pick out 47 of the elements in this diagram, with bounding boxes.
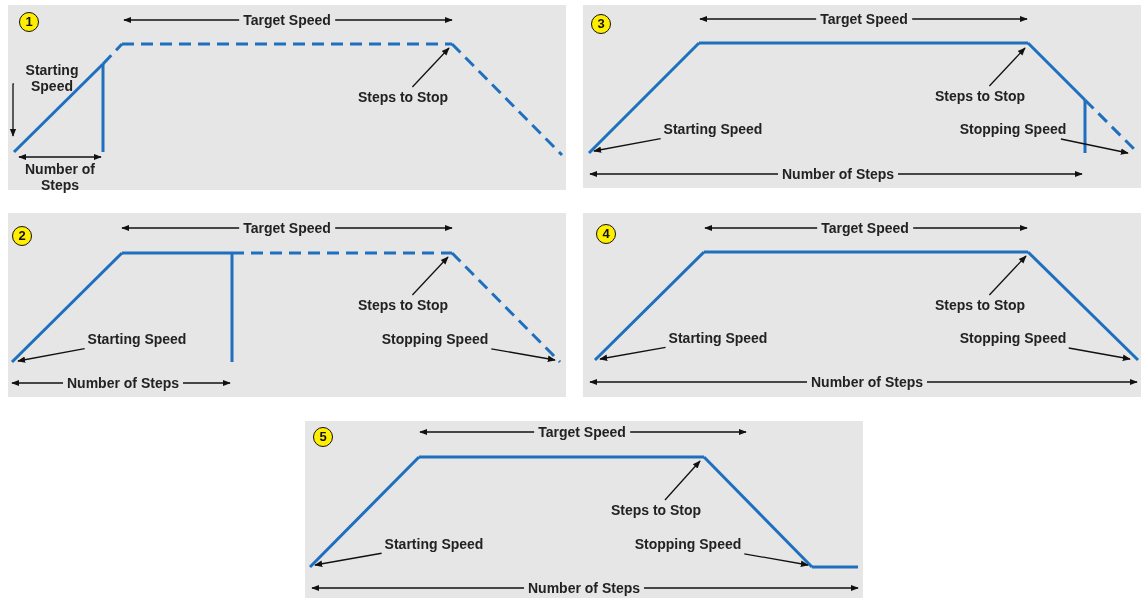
callout-text: Stopping Speed	[634, 536, 742, 552]
dimension-label: Number of Steps	[524, 580, 644, 596]
callout-text: Starting Speed	[384, 536, 484, 552]
leader-line	[593, 138, 662, 153]
leader-line	[9, 83, 17, 137]
dimension-label: Target Speed	[239, 12, 335, 28]
dimension-label: Target Speed	[534, 424, 630, 440]
leader-line	[17, 348, 86, 363]
dimension-label: Number of Steps	[63, 375, 183, 391]
callout-text: Starting Speed	[17, 62, 87, 94]
leader-line	[1068, 347, 1131, 361]
number-badge: 4	[596, 224, 616, 244]
dimension-label: Number of Steps	[24, 161, 96, 193]
dimension-label: Target Speed	[817, 220, 913, 236]
chart-panel	[8, 213, 566, 397]
callout-text: Steps to Stop	[357, 297, 449, 313]
leader-line	[411, 256, 449, 296]
dimension-label: Number of Steps	[807, 374, 927, 390]
leader-line	[1060, 138, 1129, 155]
number-badge: 5	[313, 427, 333, 447]
chart-panel	[583, 213, 1141, 397]
number-badge: 1	[19, 12, 39, 32]
callout-text: Starting Speed	[663, 121, 763, 137]
callout-text: Steps to Stop	[934, 88, 1026, 104]
leader-line	[664, 460, 701, 501]
callout-text: Steps to Stop	[357, 89, 449, 105]
chart-panel	[305, 421, 863, 598]
callout-text: Stopping Speed	[959, 121, 1067, 137]
callout-text: Steps to Stop	[610, 502, 702, 518]
callout-text: Steps to Stop	[934, 297, 1026, 313]
leader-line	[599, 346, 667, 361]
leader-line	[988, 47, 1026, 87]
number-badge: 2	[12, 226, 32, 246]
leader-line	[743, 553, 809, 567]
chart-panel	[583, 5, 1141, 188]
callout-text: Stopping Speed	[381, 331, 489, 347]
callout-text: Starting Speed	[87, 331, 187, 347]
leader-line	[988, 255, 1027, 296]
dimension-label: Target Speed	[239, 220, 335, 236]
number-badge: 3	[591, 14, 611, 34]
dimension-label: Target Speed	[816, 11, 912, 27]
leader-line	[314, 552, 383, 567]
leader-line	[490, 348, 556, 362]
dimension-label: Number of Steps	[778, 166, 898, 182]
callout-text: Starting Speed	[668, 330, 768, 346]
callout-text: Stopping Speed	[959, 330, 1067, 346]
leader-line	[411, 47, 450, 88]
